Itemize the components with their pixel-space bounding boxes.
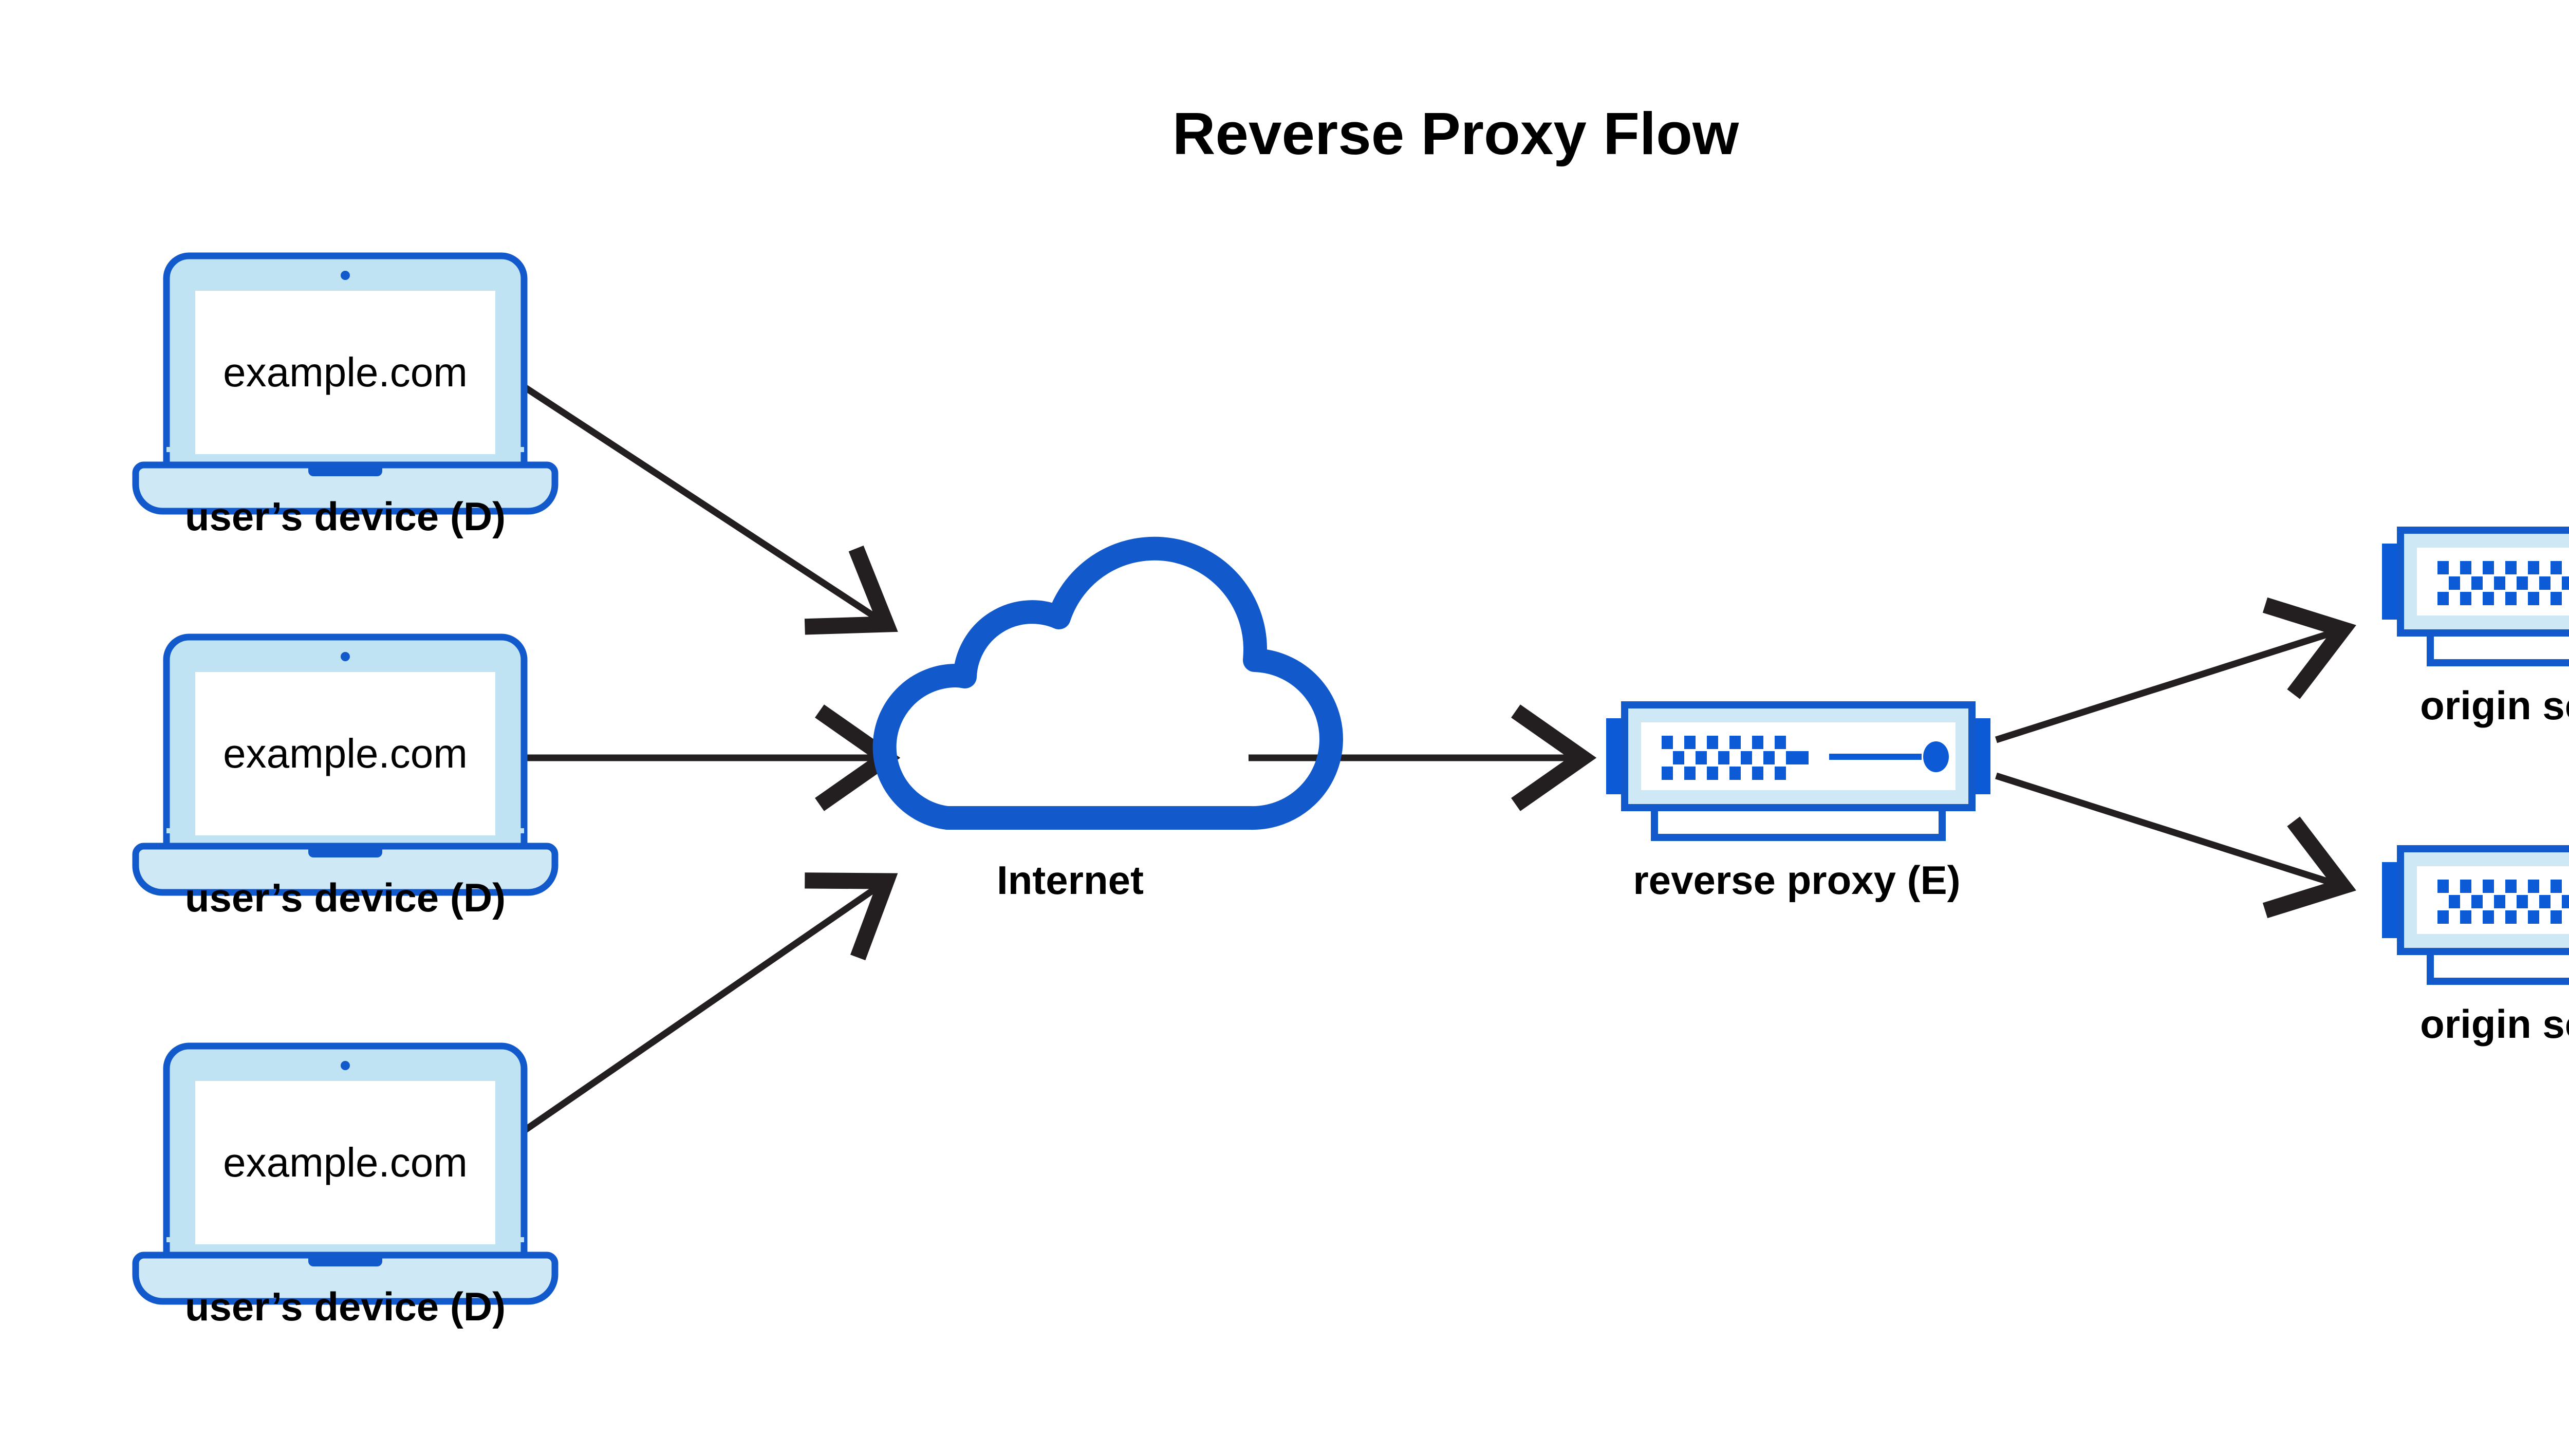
server-icon — [2382, 530, 2569, 663]
client-bottom-screen-text: example.com — [223, 1140, 468, 1185]
node-origin-top[interactable]: origin server (F) — [2382, 530, 2569, 728]
client-top-label: user’s device (D) — [185, 494, 506, 539]
edge-layer — [504, 372, 2356, 1146]
client-top-screen-text: example.com — [223, 349, 468, 395]
server-icon — [1606, 705, 1990, 837]
client-bottom-label: user’s device (D) — [185, 1284, 506, 1329]
node-client-bottom[interactable]: example.com user’s device (D) — [136, 1046, 555, 1329]
edge-client-bottom-to-internet — [504, 872, 898, 1146]
client-middle-screen-text: example.com — [223, 731, 468, 776]
edge-client-top-to-internet — [504, 372, 898, 635]
node-client-top[interactable]: example.com user’s device (D) — [136, 256, 555, 539]
client-middle-label: user’s device (D) — [185, 875, 506, 920]
origin-top-label: origin server (F) — [2420, 683, 2569, 728]
server-icon — [2382, 849, 2569, 981]
node-reverse-proxy[interactable]: reverse proxy (E) — [1606, 705, 1990, 903]
page-title: Reverse Proxy Flow — [1172, 100, 1739, 167]
origin-bottom-label: origin server (F) — [2420, 1001, 2569, 1047]
edge-proxy-to-origin-top — [1995, 597, 2356, 743]
cloud-icon — [872, 536, 1344, 830]
internet-label: Internet — [997, 857, 1144, 903]
reverse-proxy-label: reverse proxy (E) — [1633, 857, 1960, 903]
edge-proxy-to-origin-bottom — [1995, 772, 2356, 919]
node-internet[interactable]: Internet — [872, 536, 1344, 903]
node-client-middle[interactable]: example.com user’s device (D) — [136, 637, 555, 920]
node-origin-bottom[interactable]: origin server (F) — [2382, 849, 2569, 1047]
